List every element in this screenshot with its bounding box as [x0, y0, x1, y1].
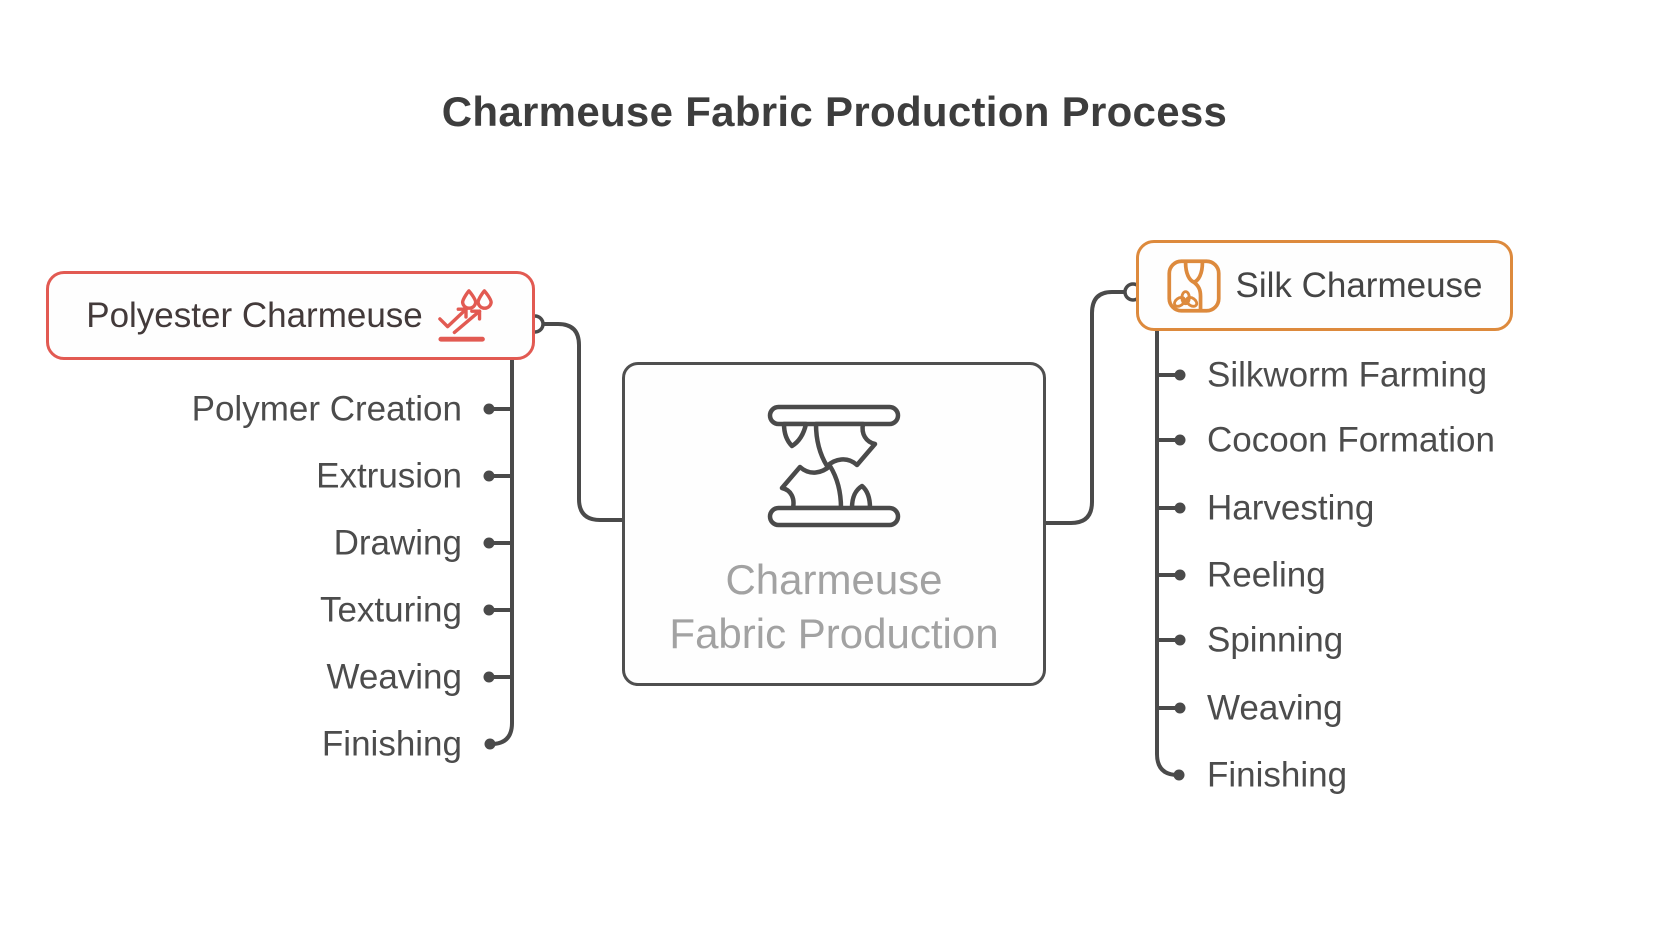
- silk-node-label: Silk Charmeuse: [1235, 265, 1483, 305]
- node-silk-charmeuse: Silk Charmeuse: [1136, 240, 1513, 331]
- step-texturing: Texturing: [319, 590, 462, 630]
- torn-fabric-icon: [767, 404, 901, 528]
- step-harvesting: Harvesting: [1207, 488, 1375, 528]
- step-drawing: Drawing: [333, 523, 462, 563]
- center-node-label: Charmeuse Fabric Production: [669, 553, 998, 661]
- node-center-charmeuse-fabric-production: Charmeuse Fabric Production: [622, 362, 1046, 686]
- port-circles: [525, 282, 1143, 334]
- step-polymer-creation: Polymer Creation: [191, 389, 462, 429]
- step-weaving-silk: Weaving: [1207, 688, 1343, 728]
- connector-polyester-to-center: [533, 322, 624, 522]
- step-silkworm-farming: Silkworm Farming: [1207, 355, 1488, 395]
- polyester-spine: [489, 357, 514, 746]
- step-cocoon-formation: Cocoon Formation: [1207, 420, 1495, 460]
- step-reeling: Reeling: [1207, 555, 1326, 595]
- step-extrusion: Extrusion: [316, 456, 462, 496]
- center-label-line2: Fabric Production: [669, 610, 999, 657]
- water-repellent-icon: [437, 288, 493, 342]
- step-spinning: Spinning: [1207, 620, 1344, 660]
- step-finishing-silk: Finishing: [1207, 755, 1348, 795]
- step-weaving-polyester: Weaving: [326, 657, 462, 697]
- polyester-node-label: Polyester Charmeuse: [86, 295, 423, 335]
- center-label-line1: Charmeuse: [725, 556, 943, 603]
- page-title: Charmeuse Fabric Production Process: [441, 88, 1228, 135]
- silk-spine: [1155, 328, 1180, 777]
- step-finishing-polyester: Finishing: [321, 724, 462, 764]
- node-polyester-charmeuse: Polyester Charmeuse: [46, 271, 535, 360]
- silk-garment-icon: [1167, 258, 1222, 313]
- connector-silk-to-center: [1044, 290, 1134, 525]
